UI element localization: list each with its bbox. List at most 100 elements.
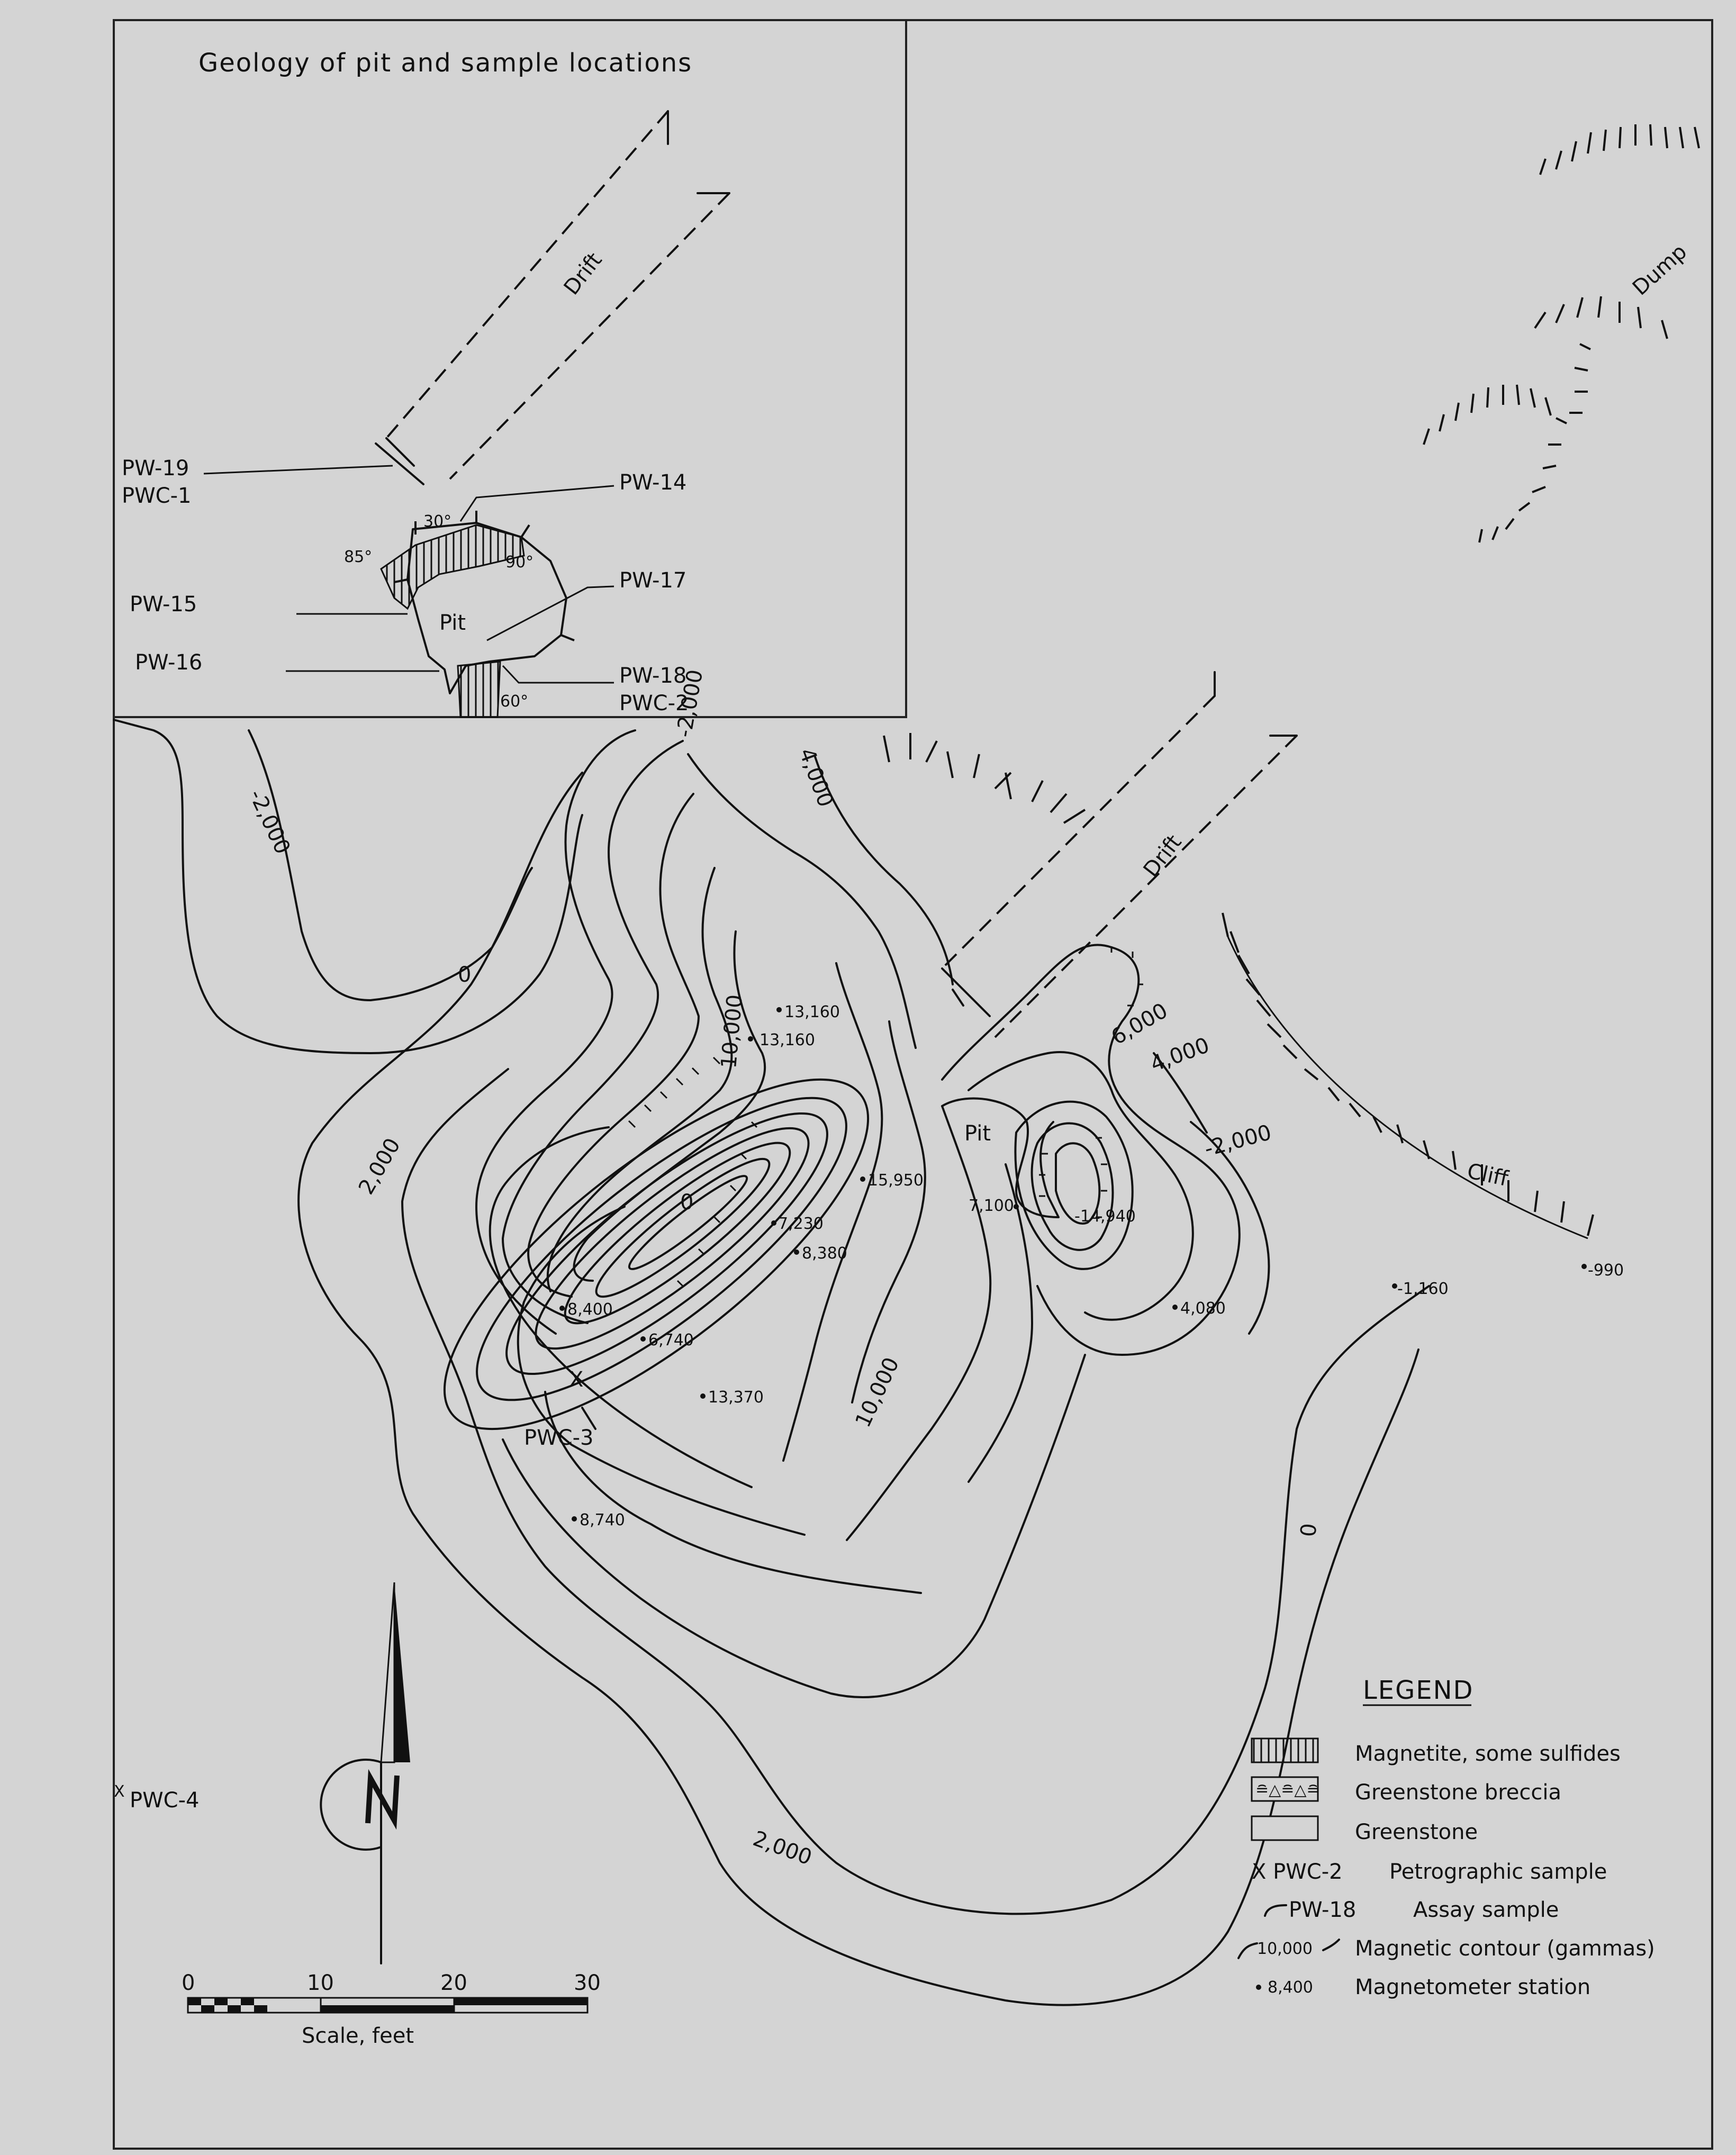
inset-label-pwc2: PWC-2 — [619, 691, 689, 716]
legend-assay-desc: Assay sample — [1413, 1898, 1559, 1922]
north-arrow-blade-dark — [394, 1582, 410, 1762]
station-dot — [1014, 1204, 1019, 1209]
station-dot — [700, 1393, 706, 1399]
inset-leader-pw17 — [486, 585, 614, 641]
contour-central-5 — [573, 930, 766, 1282]
inset-dip-60: 60° — [500, 692, 528, 711]
station-dot — [860, 1176, 865, 1182]
station-8740: 8,740 — [580, 1511, 625, 1529]
contour-label-m2000-ne: -2,000 — [1202, 1120, 1274, 1162]
contour-label-6000: 6,000 — [1107, 999, 1172, 1050]
north-arrow-circle — [320, 1759, 382, 1851]
low-contour-hachures — [628, 946, 1143, 1287]
sw-anomaly-contours — [443, 1078, 870, 1430]
legend-contour-desc: Magnetic contour (gammas) — [1355, 1936, 1655, 1961]
station-15950: 15,950 — [868, 1171, 924, 1190]
contour-band-4 — [968, 1163, 1033, 1483]
north-arrow-blade-light — [380, 1582, 395, 1763]
contour-band-1 — [782, 962, 883, 1462]
scale-checker — [188, 1998, 267, 2013]
legend-swatch-breccia — [1251, 1776, 1319, 1802]
station-13370: 13,370 — [708, 1388, 764, 1407]
station-dot — [771, 1220, 776, 1226]
contour-central-2 — [502, 740, 684, 1324]
station-dot — [1581, 1264, 1587, 1269]
scale-tick-10: 10 — [307, 1971, 334, 1995]
station-7100: 7,100 — [969, 1197, 1014, 1215]
legend-contour-symbol — [1237, 1942, 1258, 1959]
contour-label-0-w: 0 — [458, 963, 471, 987]
inset-breccia-zone — [457, 660, 501, 718]
inset-title: Geology of pit and sample locations — [198, 48, 692, 78]
inset-label-pwc1: PWC-1 — [122, 484, 191, 508]
scale-check — [188, 1998, 201, 2005]
petro-marker-pwc4: X — [114, 1782, 125, 1801]
station-dot — [559, 1306, 565, 1311]
inset-drift-outline — [385, 110, 730, 480]
contour-10000-east — [846, 1105, 992, 1541]
station-4080: 4,080 — [1180, 1299, 1226, 1318]
contour-ring-5 — [544, 1391, 922, 1594]
station-13160-b: 13,160 — [760, 1031, 815, 1049]
station-dot — [640, 1336, 646, 1342]
petro-label-pwc4: PWC-4 — [130, 1788, 199, 1813]
scale-check — [201, 2005, 214, 2013]
inset-magnetite-zone — [380, 524, 525, 610]
inset-label-pw19: PW-19 — [122, 456, 189, 481]
dump-label: Dump — [1628, 240, 1692, 301]
station-dot — [794, 1249, 799, 1255]
dump-hachures — [1423, 124, 1700, 543]
station-13160-a: 13,160 — [784, 1003, 840, 1021]
legend: LEGEND Magnetite, some sulfides ≘△≘△≘ Gr… — [1237, 1676, 1655, 1999]
cliff-label: Cliff — [1465, 1159, 1511, 1191]
contour-ring-4 — [517, 1206, 806, 1536]
contour-label-m2000-w: -2,000 — [244, 786, 295, 858]
scale-segment-10-20 — [321, 2005, 454, 2013]
station-dot — [572, 1516, 577, 1522]
contour-ring-6 — [502, 1354, 1086, 1698]
scale-bar: 0 10 20 30 Scale, feet — [182, 1971, 601, 2048]
inset-leader-pw14 — [459, 485, 614, 522]
contour-0-west — [113, 719, 583, 1054]
contour-label-2000-w: 2,000 — [354, 1134, 405, 1199]
sw-contour-ring-1 — [443, 1078, 870, 1430]
cliff-hachures — [883, 733, 1594, 1236]
inset-label-pw17: PW-17 — [619, 568, 686, 593]
inset-leader-pw18 — [502, 665, 614, 684]
contour-label-10000-a: 10,000 — [717, 993, 747, 1069]
main-pit-label: Pit — [964, 1121, 991, 1146]
legend-station-dot — [1256, 1985, 1261, 1990]
station-1160: -1,160 — [1397, 1280, 1449, 1298]
inset-label-pw18: PW-18 — [619, 664, 686, 688]
scale-segment-20-30 — [454, 1998, 587, 2005]
inset-map: Geology of pit and sample locations Drif… — [114, 19, 907, 718]
sw-contour-ring-4 — [535, 1127, 810, 1350]
legend-swatch-magnetite — [1251, 1737, 1319, 1763]
station-dot — [1392, 1283, 1397, 1289]
legend-station-desc: Magnetometer station — [1355, 1975, 1590, 1999]
map-frame — [113, 19, 1713, 2150]
contour-0-outer — [401, 1068, 1430, 1915]
legend-contour-symbol-end — [1322, 1939, 1340, 1951]
legend-petro-desc: Petrographic sample — [1389, 1860, 1607, 1884]
contour-central-3 — [527, 793, 700, 1298]
north-arrow: N — [320, 1582, 410, 1964]
contour-pit-ring-1 — [1014, 1100, 1134, 1270]
contour-6000 — [968, 1051, 1194, 1321]
inset-frame — [114, 19, 907, 718]
north-arrow-n-letter — [365, 1769, 400, 1830]
legend-contour-code: 10,000 — [1257, 1940, 1313, 1958]
legend-swatch-greenstone — [1251, 1815, 1319, 1841]
scale-tick-0: 0 — [182, 1971, 195, 1995]
legend-swatch-breccia-glyphs: ≘△≘△≘ — [1255, 1781, 1320, 1799]
contour-minus-2000-west — [248, 729, 533, 1001]
legend-title: LEGEND — [1363, 1676, 1473, 1705]
sw-contour-ring-6 — [595, 1157, 771, 1298]
station-7230: 7,230 — [778, 1215, 824, 1233]
inset-drift-end — [375, 110, 730, 485]
scale-tick-30: 30 — [574, 1971, 601, 1995]
inset-pit-label: Pit — [439, 611, 466, 635]
inset-leader-pw19 — [203, 465, 393, 475]
main-drift-outline — [941, 695, 1298, 1038]
contour-4000-ne — [1153, 1052, 1208, 1134]
